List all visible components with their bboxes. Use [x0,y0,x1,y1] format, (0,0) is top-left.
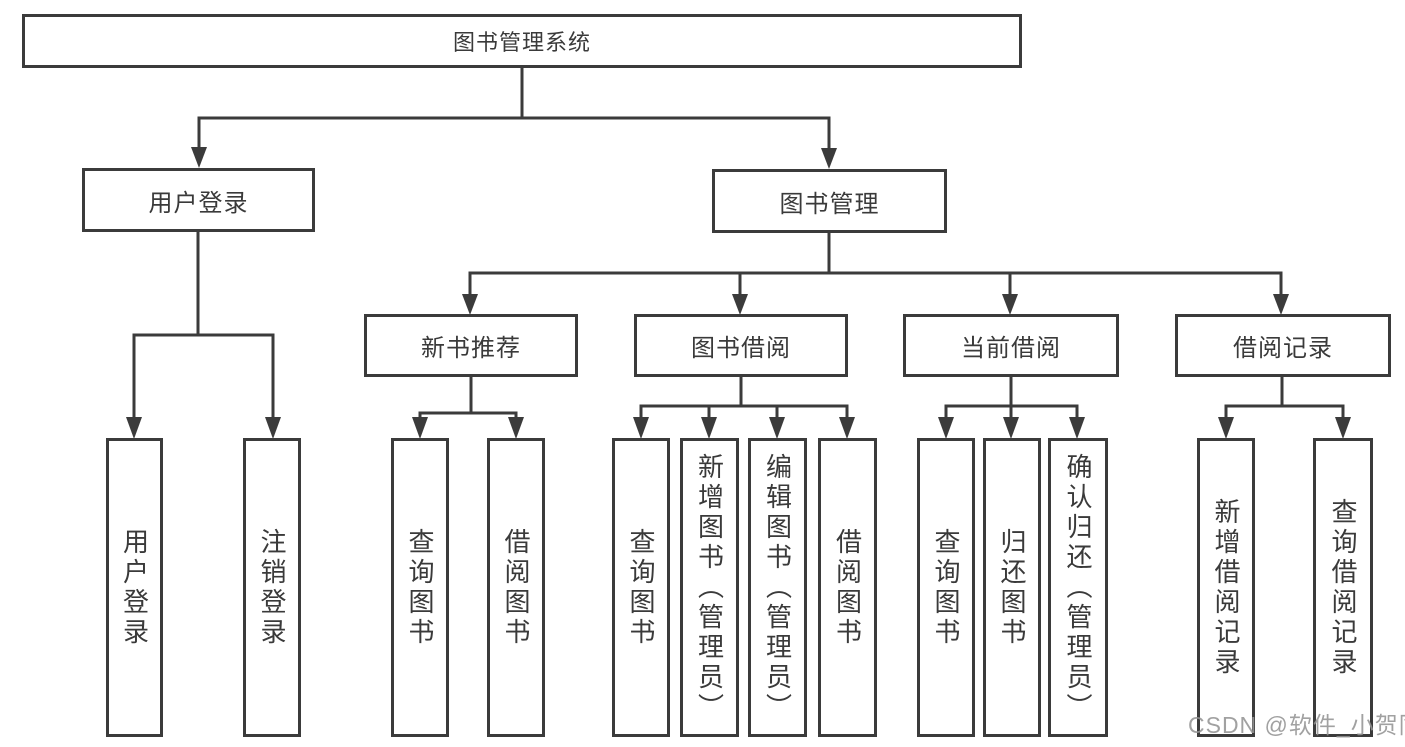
leaf-query-books-current: 查询图书 [917,438,975,737]
leaf-user-login: 用户登录 [106,438,163,737]
leaf-query-books-recommend: 查询图书 [391,438,449,737]
node-book-management: 图书管理 [712,169,947,233]
node-new-book-recommendation: 新书推荐 [364,314,578,377]
node-book-borrowing: 图书借阅 [634,314,848,377]
node-borrowing-records: 借阅记录 [1175,314,1391,377]
node-library-management-system: 图书管理系统 [22,14,1022,68]
leaf-return-books: 归还图书 [983,438,1041,737]
leaf-edit-book-admin: 编辑图书（管理员） [748,438,807,737]
leaf-add-book-admin: 新增图书（管理员） [680,438,739,737]
leaf-borrow-books-borrowing: 借阅图书 [818,438,877,737]
leaf-add-borrow-record: 新增借阅记录 [1197,438,1255,737]
node-user-login: 用户登录 [82,168,315,232]
node-current-borrowing: 当前借阅 [903,314,1119,377]
leaf-borrow-books-recommend: 借阅图书 [487,438,545,737]
leaf-confirm-return-admin: 确认归还（管理员） [1048,438,1108,737]
watermark-text: CSDN @软件_小贺同学 [1188,712,1405,738]
leaf-query-borrow-record: 查询借阅记录 [1313,438,1373,737]
leaf-query-books-borrowing: 查询图书 [612,438,670,737]
leaf-logout-login: 注销登录 [243,438,301,737]
